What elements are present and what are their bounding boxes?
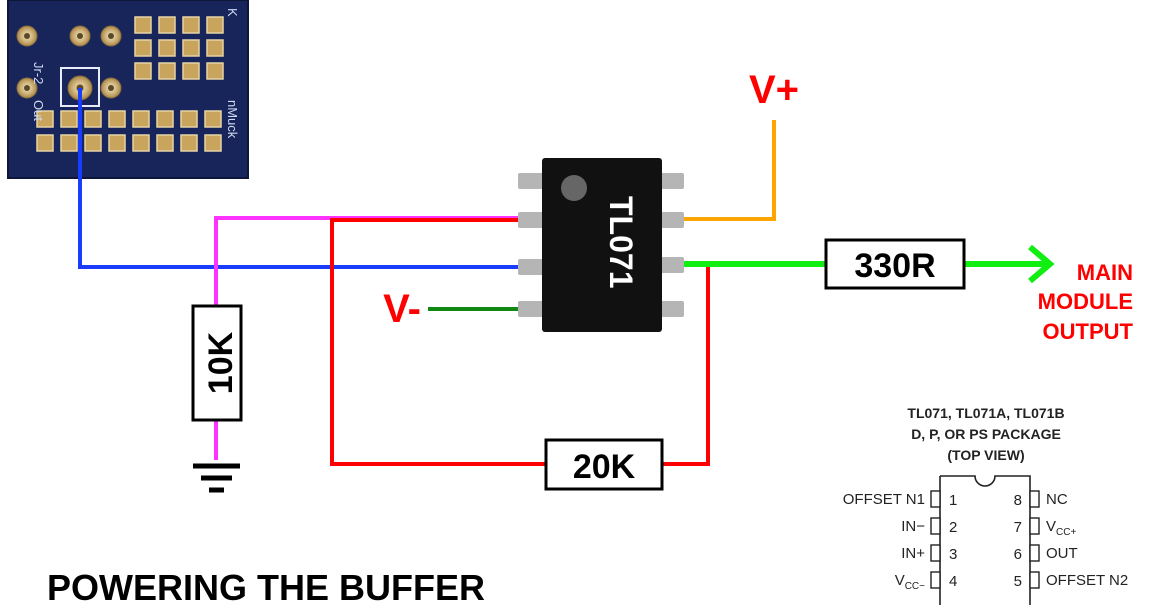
pinout-right-name: OFFSET N2 [1046, 572, 1128, 589]
pinout-left-num: 3 [949, 546, 957, 563]
pinout-vcc-main: V [1046, 518, 1056, 535]
chip-leg [518, 301, 546, 317]
resistor-330r-label: 330R [854, 247, 935, 285]
chip-label: TL071 [603, 196, 639, 288]
pinout-stub [930, 571, 941, 589]
pcb-board: Jr-2 Out nMuck K [7, 0, 249, 179]
page-title: POWERING THE BUFFER [47, 567, 485, 605]
pinout-stub [930, 517, 941, 535]
pinout-right-name: VCC+ [1046, 518, 1076, 538]
pinout-vcc-main: V [895, 572, 905, 589]
pinout-left-num: 1 [949, 492, 957, 509]
ground-icon [193, 463, 240, 493]
output-label-line: MAIN [1077, 260, 1133, 285]
wire-input-blue [78, 88, 525, 269]
pinout-left-name: VCC− [895, 572, 925, 592]
chip-leg [518, 212, 546, 228]
pcb-label-out: Out [31, 100, 46, 121]
pinout-title-line: (TOP VIEW) [947, 447, 1024, 463]
resistor-10k: 10K [191, 304, 243, 422]
chip-leg [518, 173, 546, 189]
resistor-20k: 20K [544, 438, 664, 491]
vminus-label: V- [383, 287, 421, 331]
chip-leg [656, 301, 684, 317]
pcb-label-jr2: Jr-2 [31, 62, 46, 84]
wire-ground-magenta [214, 216, 525, 460]
pinout-title-line: TL071, TL071A, TL071B [907, 405, 1064, 421]
pinout-left-num: 2 [949, 519, 957, 536]
pinout-right-num: 6 [1014, 546, 1022, 563]
output-arrow-icon [1028, 244, 1055, 284]
pcb-pad-grid-lower [36, 110, 222, 152]
pinout-vcc-sub: CC+ [1056, 527, 1076, 538]
resistor-10k-label: 10K [202, 331, 240, 394]
pinout-reference: TL071, TL071A, TL071B D, P, OR PS PACKAG… [843, 405, 1128, 605]
pinout-right-num: 7 [1014, 519, 1022, 536]
chip-leg [656, 212, 684, 228]
chip-leg [656, 257, 684, 273]
pinout-stub [1029, 517, 1040, 535]
output-label: MAIN MODULE OUTPUT [1038, 260, 1134, 344]
pinout-vcc-sub: CC− [905, 581, 925, 592]
pinout-title-line: D, P, OR PS PACKAGE [911, 426, 1061, 442]
pinout-left-name: OFFSET N1 [843, 491, 925, 508]
pinout-right-name: NC [1046, 491, 1068, 508]
pcb-label-k: K [225, 8, 240, 17]
pinout-left-name: IN− [901, 518, 925, 535]
chip-body [542, 158, 662, 332]
pinout-stub [1029, 490, 1040, 508]
pinout-package-outline [940, 475, 1031, 605]
pinout-stub [930, 544, 941, 562]
vplus-label: V+ [749, 68, 799, 112]
tl071-chip: TL071 [518, 158, 684, 332]
pinout-right-name: OUT [1046, 545, 1078, 562]
pinout-left-num: 4 [949, 573, 957, 590]
pinout-right-num: 5 [1014, 573, 1022, 590]
pinout-right-num: 8 [1014, 492, 1022, 509]
pinout-stub [1029, 544, 1040, 562]
pinout-stub [930, 490, 941, 508]
output-label-line: MODULE [1038, 289, 1133, 314]
wire-vplus-orange [680, 120, 776, 221]
chip-pin1-marker [561, 175, 587, 201]
chip-leg [518, 259, 546, 275]
pinout-left-name: IN+ [901, 545, 925, 562]
pinout-stub [1029, 571, 1040, 589]
resistor-20k-label: 20K [573, 448, 636, 486]
pcb-pad-grid-upper [134, 16, 224, 80]
resistor-330r: 330R [824, 238, 966, 290]
chip-leg [656, 173, 684, 189]
output-label-line: OUTPUT [1043, 319, 1134, 344]
pcb-label-nmuck: nMuck [225, 100, 240, 139]
